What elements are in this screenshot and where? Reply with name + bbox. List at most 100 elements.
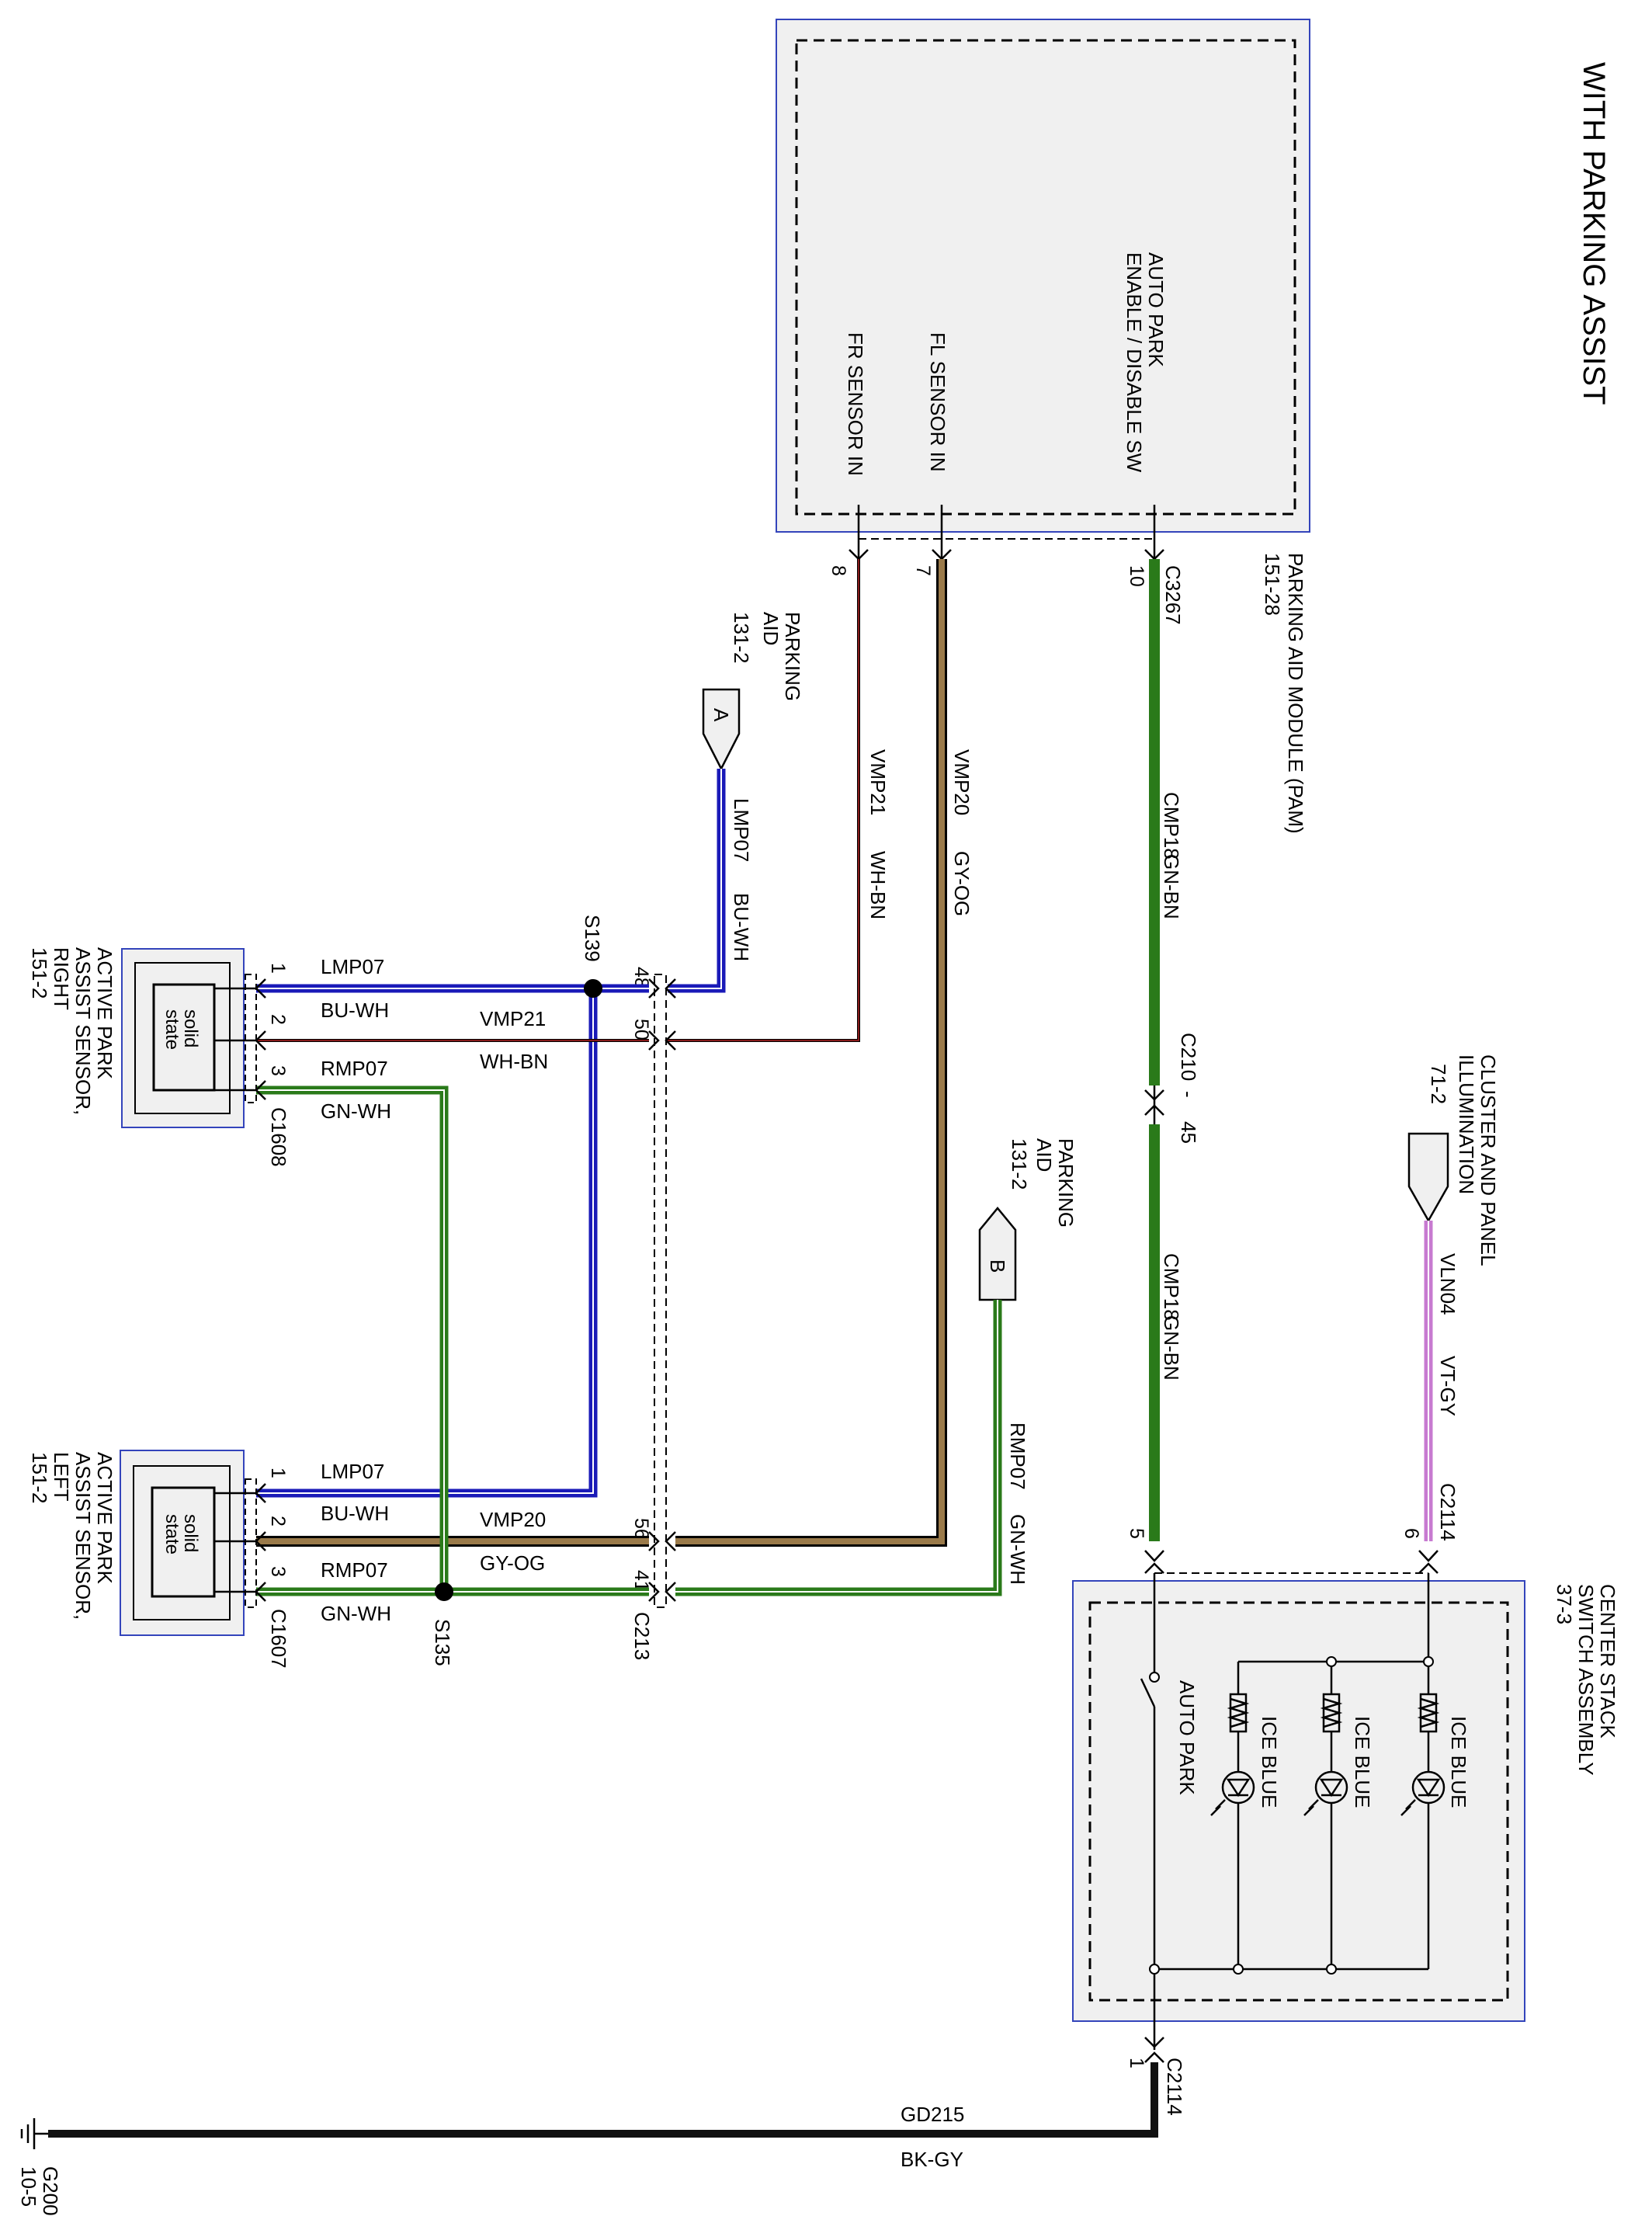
left-vmp20-circuit: VMP20 xyxy=(480,1508,546,1531)
vmp21-color: WH-BN xyxy=(866,851,890,919)
right-sensor-solid: solid xyxy=(180,1009,201,1047)
center-stack-connector-bottom: C2114 xyxy=(1163,2058,1186,2116)
right-park-sensor[interactable]: solid state xyxy=(121,948,256,1128)
right-sensor-pin-2: 2 xyxy=(267,1014,289,1025)
left-sensor-name-1: ACTIVE PARK xyxy=(93,1452,116,1585)
parking-aid-module[interactable]: FR SENSOR IN FL SENSOR IN AUTO PARK ENAB… xyxy=(776,19,1310,533)
parking-aid-a-connector[interactable]: A xyxy=(702,688,741,771)
right-sensor-name-1: ACTIVE PARK xyxy=(93,947,116,1080)
right-sensor-pin-3: 3 xyxy=(267,1065,289,1076)
center-stack-line1: CENTER STACK xyxy=(1596,1584,1619,1739)
gd215-circuit: GD215 xyxy=(901,2103,964,2126)
ground-symbol xyxy=(20,2118,48,2149)
left-sensor-pin-2: 2 xyxy=(267,1516,289,1527)
pam-name: PARKING AID MODULE (PAM) xyxy=(1284,553,1307,834)
center-stack-ref: 37-3 xyxy=(1553,1584,1576,1624)
left-sensor-pin-1: 1 xyxy=(267,1468,289,1478)
center-stack-bottom-terminal xyxy=(1144,2037,1164,2063)
center-stack-pin-1: 1 xyxy=(1126,2058,1147,2068)
center-stack-switch-assembly[interactable] xyxy=(1072,1580,1525,2022)
wire-lmp07-harness[interactable] xyxy=(256,984,649,1498)
wire-vmp20[interactable] xyxy=(675,559,947,1547)
center-stack-line2: SWITCH ASSEMBLY xyxy=(1574,1584,1598,1776)
right-sensor-name-2: ASSIST SENSOR, xyxy=(71,947,95,1115)
wire-gd215[interactable] xyxy=(48,2062,1158,2138)
center-stack-led-3: ICE BLUE xyxy=(1258,1716,1281,1808)
center-stack-switch-label: AUTO PARK xyxy=(1175,1680,1199,1796)
left-sensor-pin-3: 3 xyxy=(267,1566,289,1577)
c1608-label: C1608 xyxy=(267,1107,290,1167)
cmp18-bottom-circuit: CMP18 xyxy=(1160,1253,1183,1321)
wire-rmp07-b[interactable] xyxy=(675,1300,1002,1596)
center-stack-connector-top: C2114 xyxy=(1436,1483,1459,1541)
right-rmp07-circuit: RMP07 xyxy=(321,1057,388,1080)
c1608-housing xyxy=(245,974,257,1103)
pam-pin-8: 8 xyxy=(828,565,849,576)
c213-pin-50: 50 xyxy=(630,1019,652,1040)
left-vmp20-color: GY-OG xyxy=(480,1551,545,1575)
cluster-ref: 71-2 xyxy=(1427,1064,1450,1104)
wire-lmp07-a[interactable] xyxy=(668,769,726,993)
pam-autopark-label: AUTO PARK xyxy=(1144,252,1168,368)
pam-fl-sensor-label: FL SENSOR IN xyxy=(926,332,949,472)
vln04-color: VT-GY xyxy=(1436,1356,1459,1416)
s139-label: S139 xyxy=(581,915,604,962)
splice-s139 xyxy=(584,979,602,998)
c1607-label: C1607 xyxy=(267,1609,290,1669)
left-sensor-ref: 151-2 xyxy=(28,1452,51,1504)
c1607-housing xyxy=(245,1478,257,1608)
right-sensor-ref: 151-2 xyxy=(28,947,51,999)
pam-ref: 151-28 xyxy=(1261,553,1284,616)
vmp21-circuit: VMP21 xyxy=(866,749,890,815)
center-stack-junctions xyxy=(1149,1656,1434,1975)
left-park-sensor[interactable]: solid state xyxy=(120,1450,256,1636)
right-lmp07-color: BU-WH xyxy=(321,999,389,1022)
ground-ref: 10-5 xyxy=(17,2166,40,2207)
pam-pin-10: 10 xyxy=(1126,565,1147,587)
wire-vmp21[interactable] xyxy=(668,559,860,1042)
left-rmp07-circuit: RMP07 xyxy=(321,1558,388,1582)
c210-sep: - xyxy=(1177,1091,1200,1098)
center-stack-top-terminals xyxy=(1144,1550,1439,1574)
rmp07-b-color: GN-WH xyxy=(1006,1514,1029,1585)
lmp07-a-color: BU-WH xyxy=(730,893,753,961)
c1608-terminals xyxy=(255,978,266,1100)
s135-label: S135 xyxy=(431,1619,454,1666)
pam-pin-7: 7 xyxy=(912,565,934,576)
cluster-line1: CLUSTER AND PANEL xyxy=(1477,1054,1500,1266)
left-sensor-solid: solid xyxy=(180,1514,201,1552)
center-stack-pin-5: 5 xyxy=(1126,1528,1147,1539)
right-sensor-pin-1: 1 xyxy=(267,963,289,974)
right-sensor-state: state xyxy=(161,1009,182,1050)
rmp07-b-circuit: RMP07 xyxy=(1006,1422,1029,1490)
c210-name: C210 xyxy=(1177,1033,1200,1081)
vmp20-circuit: VMP20 xyxy=(950,749,974,815)
c210-pin: 45 xyxy=(1177,1121,1200,1144)
parking-aid-b-line2: AID xyxy=(1032,1138,1056,1172)
c213-name: C213 xyxy=(630,1612,654,1660)
cmp18-bottom-color: GN-BN xyxy=(1160,1315,1183,1381)
c210-connector xyxy=(1144,1089,1164,1116)
cluster-illumination-connector[interactable] xyxy=(1407,1132,1449,1223)
parking-aid-a-line1: PARKING xyxy=(781,612,804,701)
center-stack-led-2: ICE BLUE xyxy=(1351,1716,1374,1808)
cmp18-top-color: GN-BN xyxy=(1160,854,1183,919)
left-sensor-name-3: LEFT xyxy=(50,1452,73,1502)
pam-autopark-label-2: ENABLE / DISABLE SW xyxy=(1123,252,1146,473)
right-rmp07-color: GN-WH xyxy=(321,1099,391,1123)
cluster-line2: ILLUMINATION xyxy=(1455,1054,1478,1194)
c213-housing xyxy=(654,974,667,1608)
center-stack-pin-6: 6 xyxy=(1400,1528,1422,1539)
gd215-color: BK-GY xyxy=(901,2148,963,2171)
parking-aid-b-connector[interactable]: B xyxy=(978,1207,1017,1301)
left-sensor-state: state xyxy=(161,1514,182,1554)
right-vmp21-color: WH-BN xyxy=(480,1050,548,1073)
parking-aid-a-letter: A xyxy=(710,708,733,722)
right-sensor-name-3: RIGHT xyxy=(50,947,73,1010)
diagram-title: WITH PARKING ASSIST xyxy=(1577,62,1611,405)
splice-s135 xyxy=(435,1582,453,1601)
left-lmp07-color: BU-WH xyxy=(321,1502,389,1525)
cmp18-top-circuit: CMP18 xyxy=(1160,792,1183,860)
ground-name: G200 xyxy=(39,2166,62,2216)
